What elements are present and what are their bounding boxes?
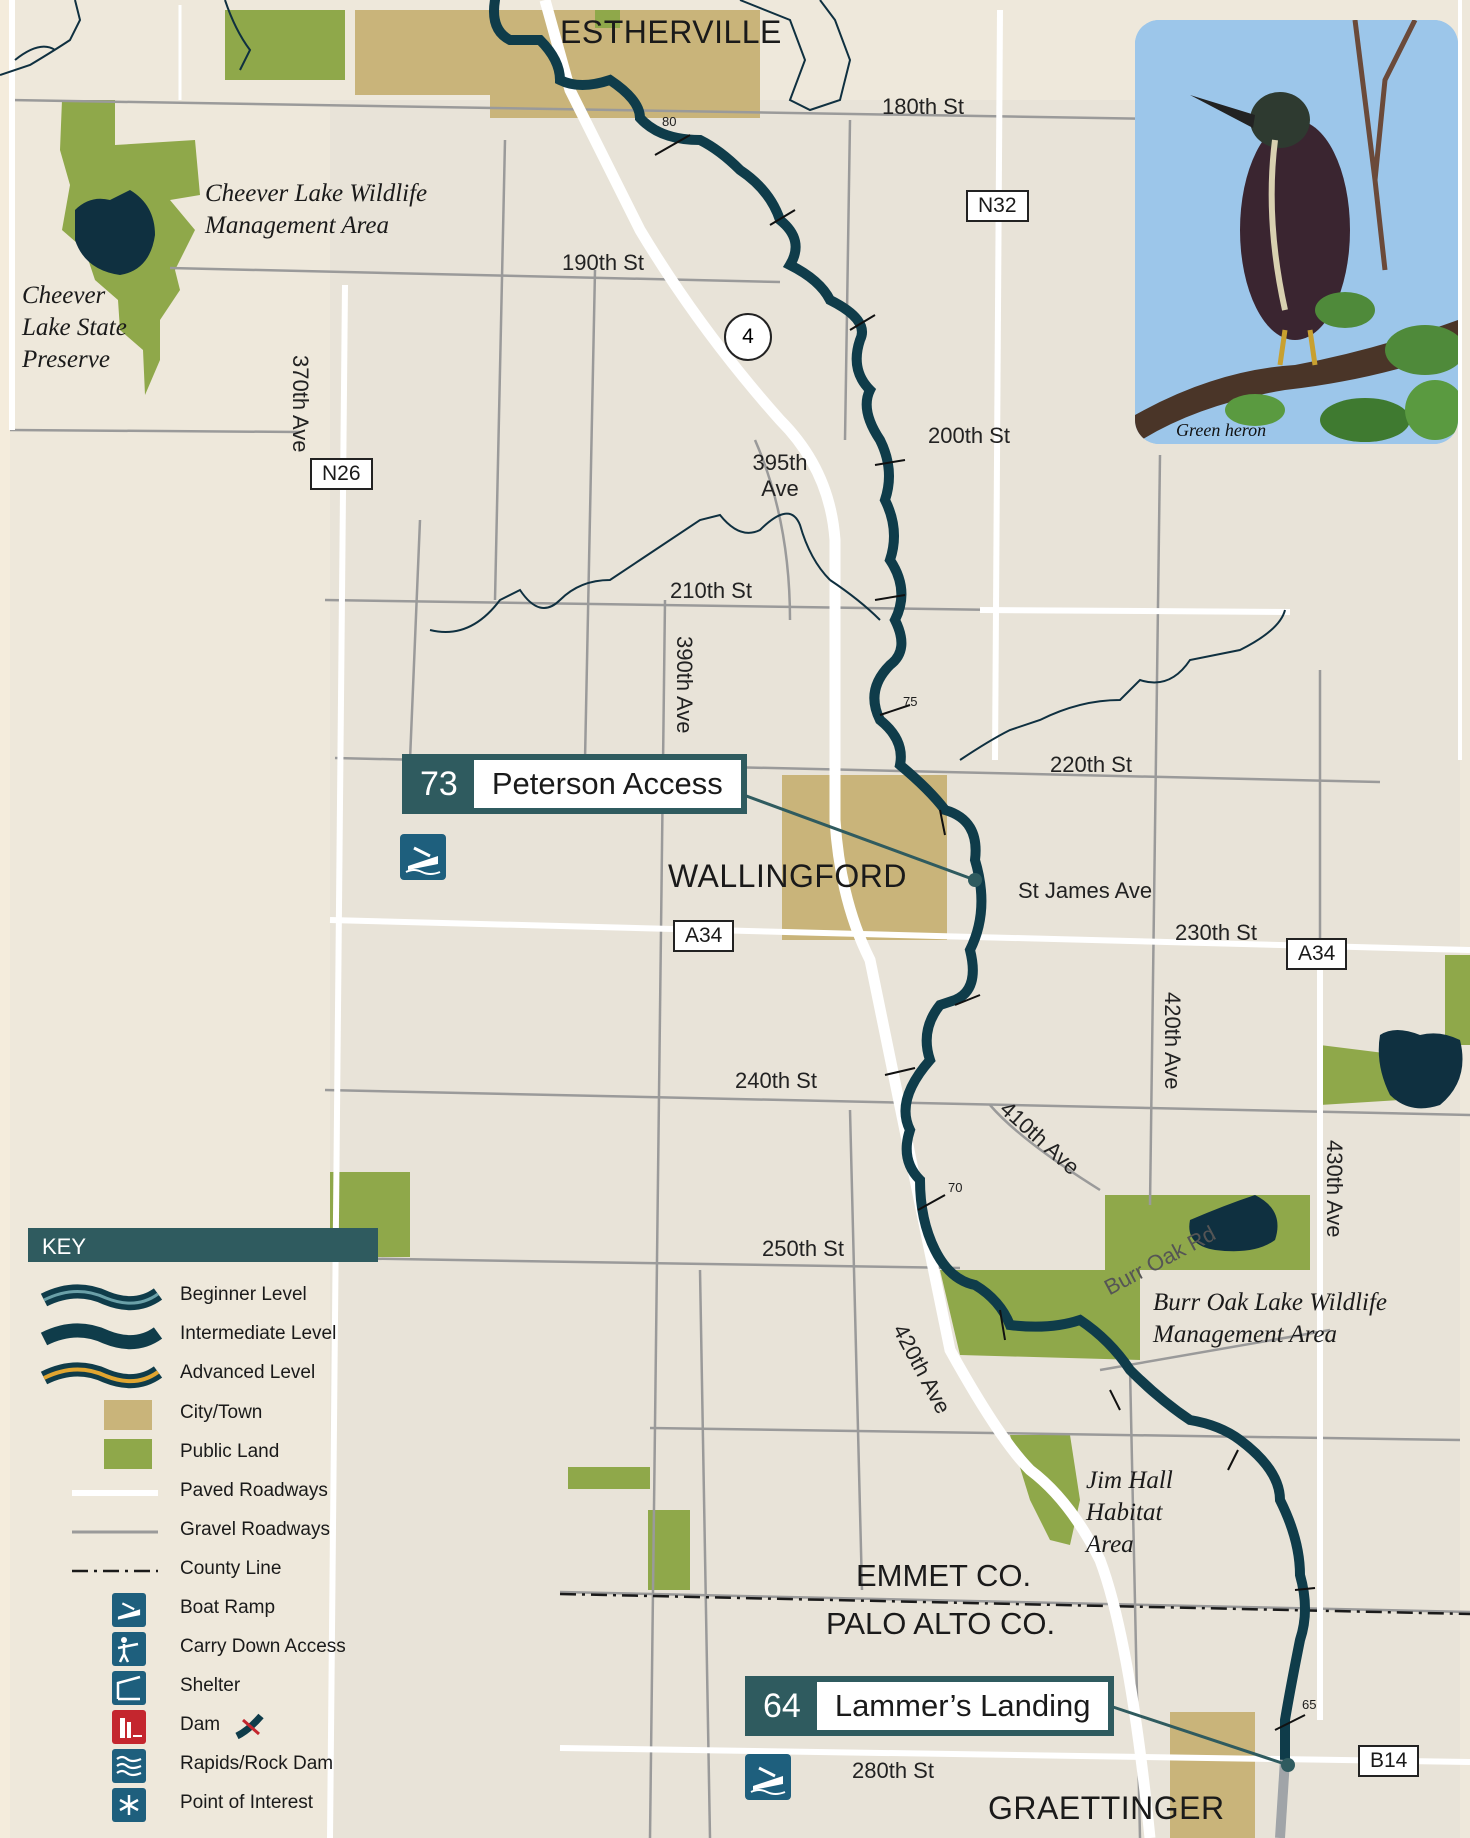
shield-a34-east: A34 [1286,938,1348,970]
paved-road-swatch [72,1490,158,1496]
south-land-1 [568,1467,650,1489]
key-row-public-land: Public Land [28,1437,378,1471]
key-row-city: City/Town [28,1398,378,1432]
dam-marker-icon [235,1713,264,1740]
road-390th: 390th Ave [672,636,697,734]
road-240th: 240th St [735,1068,817,1093]
key-row-intermediate: Intermediate Level [28,1319,378,1353]
key-row-boat-ramp: Boat Ramp [28,1593,378,1627]
key-row-county-line: County Line [28,1554,378,1588]
estherville-label: ESTHERVILLE [560,14,782,50]
key-row-point-of-interest: Point of Interest [28,1788,378,1822]
road-180th: 180th St [882,94,964,119]
beginner-level-icon [40,1284,163,1311]
shield-a34-west: A34 [673,920,735,952]
dam-icon [112,1710,146,1744]
advanced-level-icon [40,1362,163,1389]
wallingford-label: WALLINGFORD [668,858,907,894]
gravel-road-swatch [72,1530,158,1534]
graettinger-area [1170,1712,1255,1838]
intermediate-level-icon [40,1323,163,1350]
river-south-gray [1275,1759,1290,1838]
access-peterson-name: Peterson Access [471,758,743,810]
key-row-carry-down: Carry Down Access [28,1632,378,1666]
creeks [0,0,1286,761]
key-row-beginner: Beginner Level [28,1280,378,1314]
key-row-rapids: Rapids/Rock Dam [28,1749,378,1783]
burr-oak-wma-label: Burr Oak Lake Wildlife Management Area [1153,1289,1387,1348]
burr-oak-lake [1189,1195,1278,1252]
top-land [595,10,620,28]
rapids-icon [112,1749,146,1783]
peterson-leader [729,788,976,882]
key-row-shelter: Shelter [28,1671,378,1705]
road-280th: 280th St [852,1758,934,1783]
road-210th: 210th St [670,578,752,603]
key-row-paved: Paved Roadways [28,1476,378,1510]
shield-b14: B14 [1358,1745,1420,1777]
highway-4 [539,0,1156,1838]
county-north-label: EMMET CO. [856,1558,1032,1593]
mile-75: 75 [903,694,918,709]
boat-ramp-icon [400,834,446,880]
carry-down-icon [112,1632,146,1666]
lammers-point [1281,1758,1295,1772]
access-peterson-number: 73 [420,764,458,803]
peterson-point [968,873,982,887]
northeast-land [225,10,345,80]
mile-80: 80 [662,114,677,129]
jim-hall-label: Jim Hall Habitat Area [1086,1467,1173,1558]
road-190th: 190th St [562,250,644,275]
road-395th: 395th Ave [752,450,808,501]
road-370th: 370th Ave [288,355,313,453]
key-title: KEY [28,1228,378,1262]
road-250th: 250th St [762,1236,844,1261]
cheever-wma-label: Cheever Lake Wildlife Management Area [205,180,428,239]
river-mile-ticks [654,134,1316,1731]
access-lammers-name: Lammer’s Landing [814,1680,1111,1732]
lammers-leader [1109,1704,1289,1767]
access-peterson[interactable]: 73 Peterson Access [402,754,747,814]
key-row-dam: Dam [28,1710,378,1744]
cheever-lake [75,190,155,275]
county-south-label: PALO ALTO CO. [826,1606,1056,1641]
boat-ramp-icon [112,1593,146,1627]
road-200th: 200th St [928,423,1010,448]
east-lake [1378,1030,1463,1109]
photo-caption: Green heron [1176,420,1267,440]
east-land-2 [1445,955,1470,1045]
shelter-icon [112,1671,146,1705]
shield-n32: N32 [966,190,1029,222]
point-of-interest-icon [112,1788,146,1822]
green-heron-photo [1135,20,1458,444]
road-220th: 220th St [1050,752,1132,777]
des-moines-river [489,0,1310,1765]
cheever-preserve-label: Cheever Lake State Preserve [22,282,127,373]
mile-70: 70 [948,1180,963,1195]
graettinger-label: GRAETTINGER [988,1790,1225,1826]
key-row-gravel: Gravel Roadways [28,1515,378,1549]
road-st-james: St James Ave [1018,878,1153,903]
map-key: KEY Beginner Level Intermediate Level Ad… [28,1228,378,1822]
boat-ramp-icon [745,1754,791,1800]
access-lammers[interactable]: 64 Lammer’s Landing [745,1676,1115,1736]
road-430th: 430th Ave [1322,1140,1347,1238]
county-line-swatch [72,1569,158,1573]
city-town-swatch [104,1400,152,1430]
access-lammers-number: 64 [763,1686,801,1725]
road-230th: 230th St [1175,920,1257,945]
mile-65: 65 [1302,1697,1317,1712]
shield-n26: N26 [310,458,373,490]
road-420th-north: 420th Ave [1160,992,1185,1090]
wallingford-area [782,775,947,940]
public-land-swatch [104,1439,152,1469]
key-row-advanced: Advanced Level [28,1358,378,1392]
shield-hwy4: 4 [724,313,772,361]
